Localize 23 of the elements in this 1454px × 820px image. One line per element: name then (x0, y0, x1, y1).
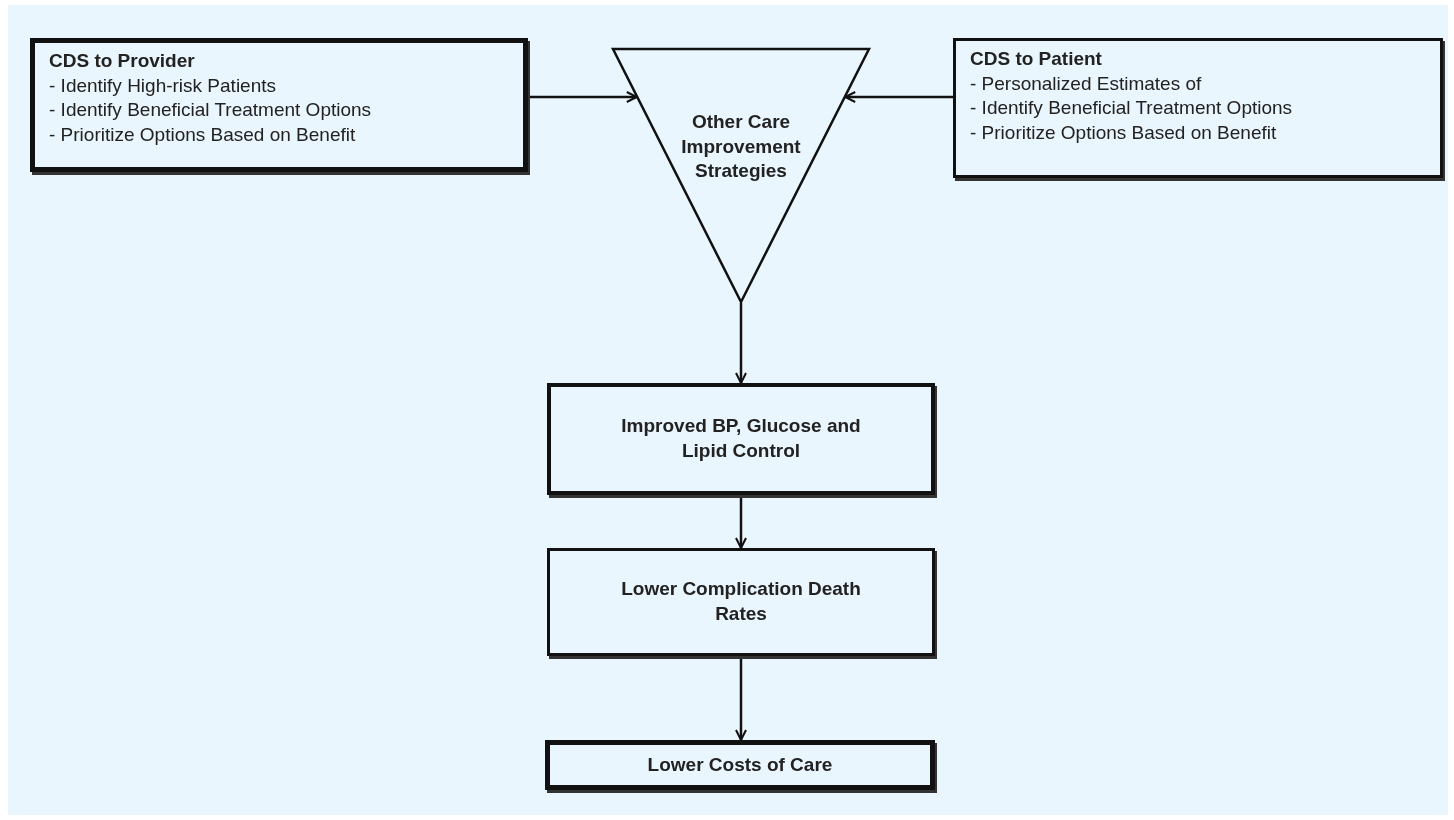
process-box (547, 548, 935, 656)
bullet-item: - Personalized Estimates of (970, 71, 1202, 96)
bullet-item: - Prioritize Options Based on Benefit (49, 123, 356, 148)
arrow (735, 656, 747, 741)
process-box (953, 38, 1443, 178)
bullet-item: - Identify High-risk Patients (49, 73, 277, 98)
arrow (528, 91, 638, 103)
process-box (547, 383, 935, 495)
process-box (30, 38, 528, 172)
bullet-item: - Identify Beneficial Treatment Options (970, 96, 1293, 121)
inverted-triangle (612, 48, 870, 303)
triangle-label: Other Care Improvement Strategies (680, 110, 802, 184)
bullet-item: - Identify Beneficial Treatment Options (49, 98, 372, 123)
box-heading: CDS to Provider (49, 49, 195, 73)
arrow (735, 303, 747, 384)
process-box (545, 740, 935, 790)
box-label: Improved BP, Glucose and Lipid Control (621, 414, 861, 463)
arrow (844, 91, 953, 103)
arrow (735, 495, 747, 549)
box-label: Lower Complication Death Rates (621, 577, 861, 626)
box-heading: CDS to Patient (970, 47, 1102, 71)
bullet-item: - Prioritize Options Based on Benefit (970, 121, 1277, 146)
box-label: Lower Costs of Care (646, 752, 834, 777)
